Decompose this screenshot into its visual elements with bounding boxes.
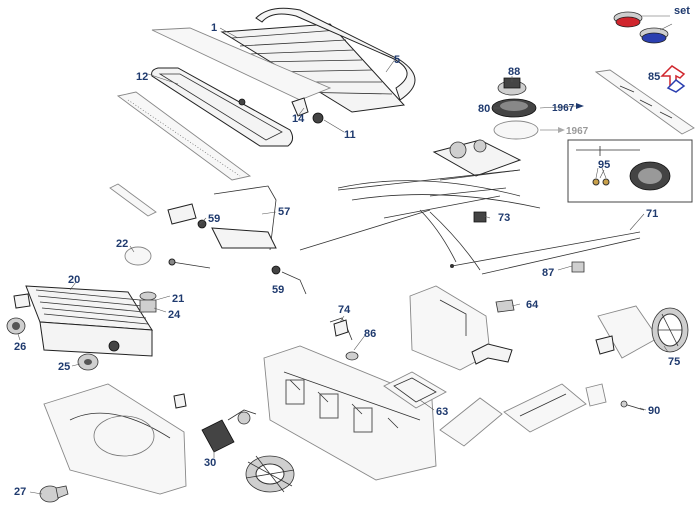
callout-27: 27 bbox=[14, 486, 26, 498]
cables bbox=[299, 169, 521, 271]
part-80-plate bbox=[491, 98, 584, 118]
part-71-rod bbox=[450, 231, 641, 275]
part-80-plate-1967 bbox=[493, 120, 565, 140]
part-fan-wheel bbox=[245, 455, 295, 493]
part-foam-pad bbox=[116, 91, 252, 181]
callout-25: 25 bbox=[58, 361, 70, 373]
part-duct-elbow bbox=[595, 335, 615, 355]
callout-90: 90 bbox=[648, 405, 660, 417]
label-set: set bbox=[674, 5, 690, 17]
year-1967-b: 1967 bbox=[566, 126, 589, 137]
year-1967-a: 1967 bbox=[552, 103, 575, 114]
part-21-fitting bbox=[139, 291, 157, 313]
callout-86: 86 bbox=[364, 328, 376, 340]
part-25-cap bbox=[77, 353, 99, 371]
part-63-gasket bbox=[383, 371, 447, 409]
callout-95: 95 bbox=[598, 159, 610, 171]
part-26-hose bbox=[6, 317, 26, 335]
part-59b-clip bbox=[271, 265, 307, 295]
part-flat-strip bbox=[109, 183, 157, 217]
callout-59-a: 59 bbox=[208, 213, 220, 225]
part-14-bracket bbox=[238, 97, 324, 124]
part-30-blower-motor bbox=[201, 409, 257, 453]
part-73-clip bbox=[473, 211, 487, 223]
part-22-cap bbox=[124, 246, 152, 266]
leader-lines bbox=[17, 27, 669, 495]
part-12-trim-strip bbox=[151, 27, 332, 147]
part-small-gasket bbox=[585, 383, 607, 407]
callout-63: 63 bbox=[436, 406, 448, 418]
callout-57: 57 bbox=[278, 206, 290, 218]
callout-30: 30 bbox=[204, 457, 216, 469]
callout-80: 80 bbox=[478, 103, 490, 115]
callout-75: 75 bbox=[668, 356, 680, 368]
callout-74: 74 bbox=[338, 304, 351, 316]
callout-11: 11 bbox=[344, 129, 356, 141]
part-59-linkage bbox=[167, 203, 277, 269]
part-vent-strip bbox=[594, 69, 695, 135]
callout-59-b: 59 bbox=[272, 284, 284, 296]
part-85-arrows bbox=[660, 65, 686, 93]
heater-housing bbox=[263, 345, 437, 481]
part-90-pin bbox=[620, 400, 645, 411]
callout-20: 20 bbox=[68, 274, 80, 286]
callout-73: 73 bbox=[498, 212, 510, 224]
callout-87: 87 bbox=[542, 267, 554, 279]
callout-22: 22 bbox=[116, 238, 128, 250]
part-86-grommet bbox=[345, 351, 359, 361]
detail-box-95 bbox=[567, 139, 693, 203]
part-75-fan-housing bbox=[597, 305, 689, 359]
callout-5: 5 bbox=[394, 54, 400, 66]
part-87-grommet bbox=[571, 261, 585, 273]
callout-24: 24 bbox=[168, 309, 181, 321]
part-57-lever bbox=[213, 185, 277, 251]
callout-21: 21 bbox=[172, 293, 184, 305]
callout-12: 12 bbox=[136, 71, 148, 83]
part-11-nut bbox=[312, 112, 324, 124]
part-20-heater-core bbox=[13, 285, 153, 357]
part-set-switches bbox=[613, 11, 673, 44]
callout-1: 1 bbox=[211, 22, 217, 34]
callout-14: 14 bbox=[292, 113, 305, 125]
part-88-knob bbox=[497, 77, 527, 96]
part-64-grommet bbox=[495, 299, 515, 313]
callout-88: 88 bbox=[508, 66, 520, 78]
callout-85: 85 bbox=[648, 71, 660, 83]
part-27-knob bbox=[39, 485, 69, 503]
callout-64: 64 bbox=[526, 299, 539, 311]
part-hose bbox=[471, 343, 513, 365]
part-5-dash-panel bbox=[255, 7, 416, 101]
callout-71: 71 bbox=[646, 208, 658, 220]
part-heater-valve bbox=[337, 139, 541, 209]
part-74-bracket bbox=[329, 317, 353, 341]
callout-26: 26 bbox=[14, 341, 26, 353]
heater-box-lower bbox=[43, 383, 187, 495]
part-defroster-vent bbox=[439, 383, 587, 447]
part-small-bracket bbox=[173, 393, 187, 409]
